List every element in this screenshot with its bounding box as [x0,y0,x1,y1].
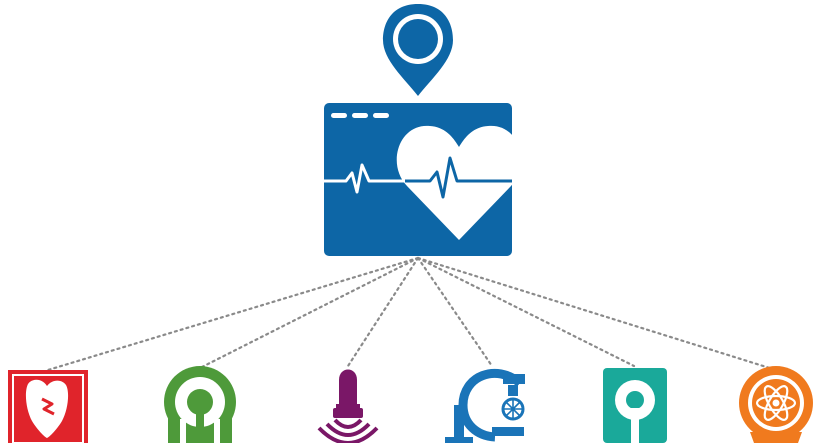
connector-xray [46,256,420,372]
c-arm-icon [445,368,525,443]
nuclear-medicine-icon [739,366,813,443]
ct-scanner-icon [164,366,236,443]
connector-ultrasound [346,256,420,368]
connector-ct [198,256,420,370]
mri-scanner-icon [603,368,667,443]
cardiac-monitor-icon [324,103,522,256]
connector-c-arm [416,256,494,368]
xray-chest-icon [8,370,88,443]
location-pin-icon [383,4,453,96]
connector-mri [416,256,636,368]
ultrasound-probe-icon [317,369,379,443]
connector-lines [46,256,778,372]
connector-nuclear [416,256,778,372]
